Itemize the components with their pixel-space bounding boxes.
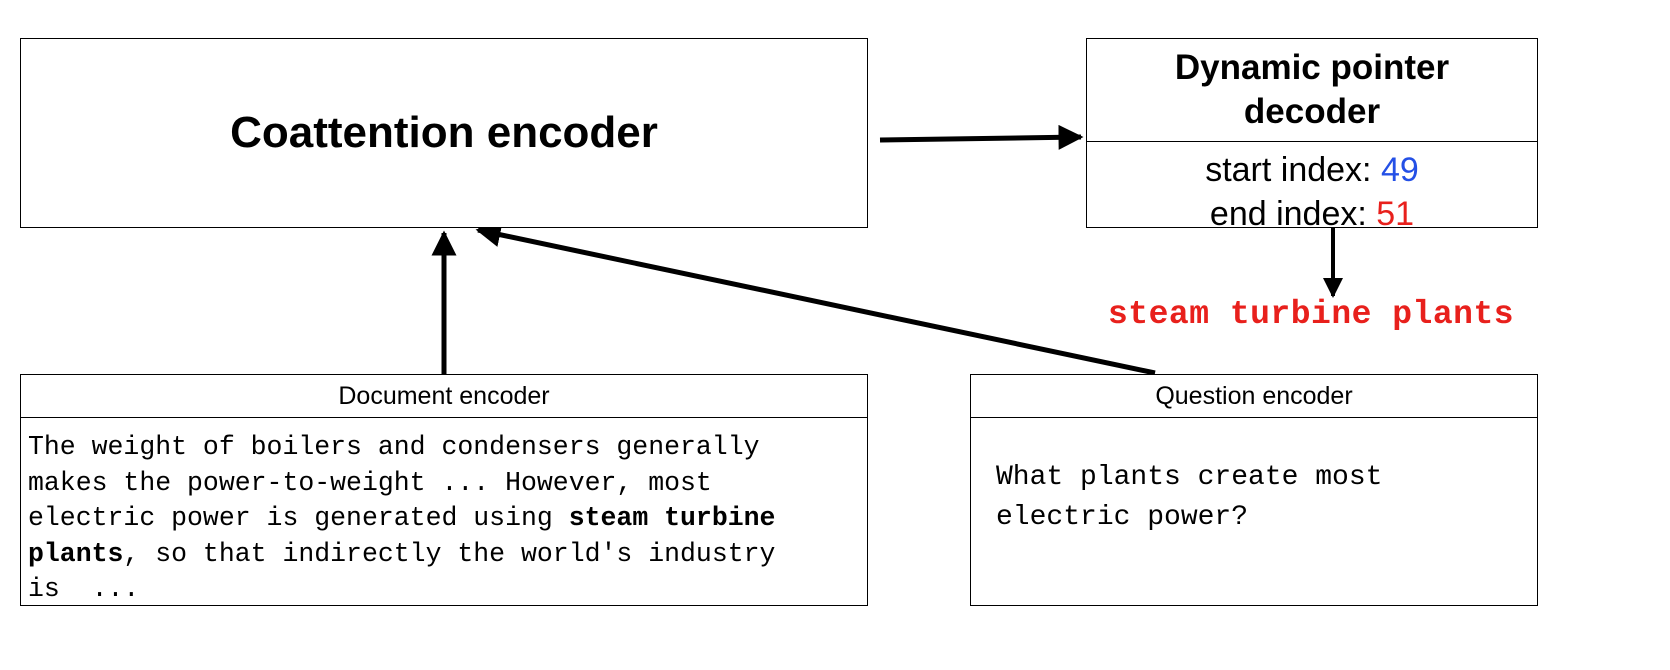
dynamic-pointer-decoder-box: Dynamic pointer decoder start index: 49 … [1086, 38, 1538, 233]
arrow-question-to-coattention [475, 222, 1156, 376]
document-line: electric power is generated using steam … [28, 503, 776, 533]
question-encoder-box: Question encoder What plants create most… [970, 374, 1538, 606]
question-line: What plants create most [996, 462, 1383, 493]
question-text: What plants create most electric power? [971, 418, 1537, 538]
question-line: electric power? [996, 502, 1249, 533]
answer-span-text: steam turbine plants [1108, 296, 1515, 333]
decoder-header: Dynamic pointer decoder [1087, 39, 1537, 142]
coattention-encoder-title: Coattention encoder [230, 108, 658, 157]
decoder-title: Dynamic pointer decoder [1174, 48, 1450, 131]
start-index-label: start index: [1205, 151, 1381, 189]
document-line: The weight of boilers and condensers gen… [28, 432, 760, 462]
start-index-row: start index: 49 [1087, 148, 1537, 192]
end-index-row: end index: 51 [1087, 192, 1537, 236]
document-encoder-header: Document encoder [21, 375, 867, 418]
document-text: The weight of boilers and condensers gen… [21, 418, 867, 608]
question-encoder-header: Question encoder [971, 375, 1537, 418]
highlighted-answer-part: steam turbine [568, 503, 776, 533]
arrow-coattention-to-decoder [879, 124, 1084, 150]
document-encoder-title: Document encoder [338, 381, 550, 410]
highlighted-answer-part: plants [28, 538, 124, 569]
start-index-value: 49 [1380, 151, 1419, 189]
end-index-label: end index: [1209, 195, 1377, 233]
document-line: makes the power-to-weight ... However, m… [28, 467, 712, 498]
end-index-value: 51 [1376, 195, 1415, 233]
document-encoder-box: Document encoder The weight of boilers a… [20, 374, 868, 606]
decoder-body: start index: 49 end index: 51 [1087, 142, 1537, 236]
document-line: is ... [28, 574, 140, 604]
question-encoder-title: Question encoder [1155, 381, 1353, 410]
coattention-encoder-box: Coattention encoder [20, 38, 868, 228]
document-line: plants, so that indirectly the world's i… [28, 538, 776, 569]
